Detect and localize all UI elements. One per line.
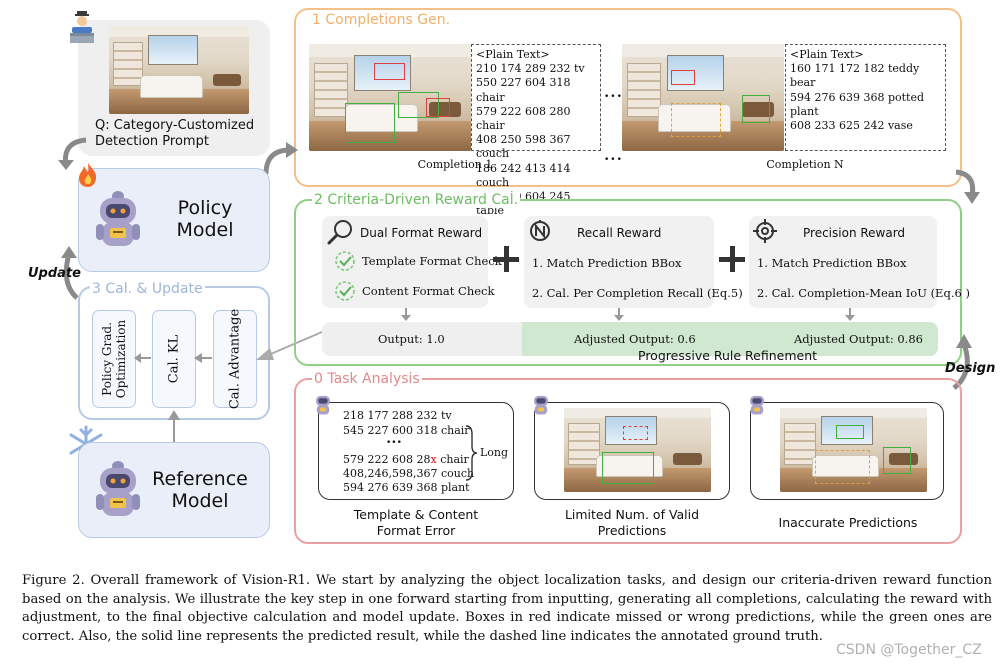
watermark: CSDN @Together_CZ	[836, 642, 982, 658]
down-arrow-icon	[401, 308, 411, 321]
completionN-text: <Plain Text> 160 171 172 182 teddy bear …	[785, 44, 946, 151]
update-label: Update	[28, 266, 81, 281]
completionN-line: 608 233 625 242 vase	[790, 119, 913, 133]
policy-grad-label: Policy Grad. Optimization	[100, 319, 128, 399]
design-label: Design	[945, 361, 996, 376]
check-circle-icon	[335, 281, 355, 301]
presenter-icon	[70, 11, 94, 43]
output-recall: Adjusted Output: 0.6	[574, 332, 696, 346]
cal-advantage-box	[213, 310, 257, 408]
completionN-image	[622, 44, 784, 151]
flow-arrow-to-stage1	[263, 142, 298, 175]
recall-step1: 1. Match Prediction BBox	[532, 256, 682, 270]
stage3-internal-arrows	[134, 353, 212, 363]
completion1-label: Completion 1	[417, 158, 493, 171]
completion1-line: 408 250 598 367 couch	[476, 133, 571, 161]
dual-format-title: Dual Format Reward	[360, 226, 483, 240]
analysis-line: 545 227 600 318 chair	[343, 424, 470, 437]
plus-icon	[719, 246, 745, 272]
query-image	[109, 26, 249, 114]
stage1-panel	[294, 8, 962, 187]
case3-caption: Inaccurate Predictions	[778, 515, 918, 530]
completion1-image	[309, 44, 471, 151]
template-format-check: Template Format Check	[362, 254, 502, 268]
completion1-line: 550 227 604 318 chair	[476, 76, 571, 104]
flow-arrow-query-to-policy	[58, 137, 87, 170]
figure-caption: Figure 2. Overall framework of Vision-R1…	[22, 573, 992, 644]
analysis-line-with-error: 579 222 608 28x chair	[343, 453, 469, 466]
robot-small-icon	[534, 395, 548, 415]
stage2-panel	[294, 199, 962, 366]
ellipsis-below: •••	[604, 155, 623, 165]
stage2-title: 2 Criteria-Driven Reward Cal.	[312, 192, 521, 208]
precision-step1: 1. Match Prediction BBox	[757, 256, 907, 270]
precision-reward-card	[749, 216, 937, 308]
output-precision: Adjusted Output: 0.86	[794, 332, 923, 346]
refinement-bar	[522, 322, 938, 356]
completion1-line: 186 242 413 414 couch	[476, 161, 571, 189]
policy-model-label: Policy Model	[176, 197, 234, 241]
output-plain-bar	[322, 322, 522, 356]
target-icon	[753, 219, 777, 243]
completion1-text: <Plain Text> 210 174 289 232 tv 550 227 …	[471, 44, 601, 217]
case2-caption: Limited Num. of Valid Predictions	[564, 507, 700, 538]
analysis-line: 594 276 639 368 plant	[343, 481, 470, 494]
stage0-panel	[294, 378, 962, 544]
completionN-line: 594 276 639 368 potted plant	[790, 90, 925, 118]
precision-step2: 2. Cal. Completion-Mean IoU (Eq.6 )	[757, 286, 970, 300]
analysis-line: 408,246,598,367 couch	[343, 467, 475, 480]
check-circle-icon	[335, 251, 355, 271]
brace-icon	[465, 425, 478, 481]
completion1-line: 210 174 289 232 tv	[476, 62, 585, 76]
case3-image	[780, 408, 927, 492]
precision-reward-title: Precision Reward	[803, 226, 906, 240]
case1-caption: Template & Content Format Error	[353, 507, 479, 538]
down-arrow-icon	[614, 308, 624, 321]
output-dual: Output: 1.0	[378, 332, 445, 346]
down-arrow-icon	[845, 308, 855, 321]
case-format-error-box	[318, 402, 514, 500]
ellipsis-horizontal: •••	[604, 92, 623, 102]
plus-icon	[493, 246, 519, 272]
cal-advantage-label: Cal. Advantage	[227, 308, 243, 410]
robot-icon	[96, 461, 140, 516]
recall-reward-card	[524, 216, 714, 308]
robot-icon	[96, 191, 140, 246]
robot-small-icon	[316, 395, 330, 415]
reference-model-label: Reference Model	[152, 468, 248, 512]
stage1-title: 1 Completions Gen.	[312, 12, 451, 28]
completionN-header: <Plain Text>	[790, 48, 864, 61]
long-label: Long	[480, 446, 509, 459]
case2-image	[564, 408, 711, 492]
magnifier-icon	[327, 220, 352, 245]
stage0-title: 0 Task Analysis	[312, 371, 422, 387]
cal-kl-box	[152, 310, 196, 408]
completionN-line: 160 171 172 182 teddy bear	[790, 62, 920, 90]
recall-step2: 2. Cal. Per Completion Recall (Eq.5)	[532, 286, 743, 300]
completion1-header: <Plain Text>	[476, 48, 550, 61]
stage3-title: 3 Cal. & Update	[90, 281, 205, 297]
robot-small-icon	[750, 395, 764, 415]
fire-icon	[79, 163, 97, 187]
analysis-dots: •••	[386, 438, 402, 448]
completionN-label: Completion N	[766, 158, 844, 171]
case-limited-valid-box	[534, 402, 730, 500]
case-inaccurate-box	[750, 402, 944, 500]
analysis-line: 218 177 288 232 tv	[343, 409, 452, 422]
completion1-line: 579 222 608 280 chair	[476, 104, 571, 133]
update-arrow	[61, 246, 79, 300]
progressive-rule-refinement: Progressive Rule Refinement	[638, 348, 818, 363]
policy-grad-box	[92, 310, 136, 408]
flow-arrow-stage1-to-stage2	[955, 169, 980, 204]
content-format-check: Content Format Check	[362, 284, 495, 298]
recall-n-icon	[530, 220, 550, 241]
query-text: Q: Category-Customized Detection Prompt	[95, 118, 255, 149]
recall-reward-title: Recall Reward	[577, 226, 662, 240]
